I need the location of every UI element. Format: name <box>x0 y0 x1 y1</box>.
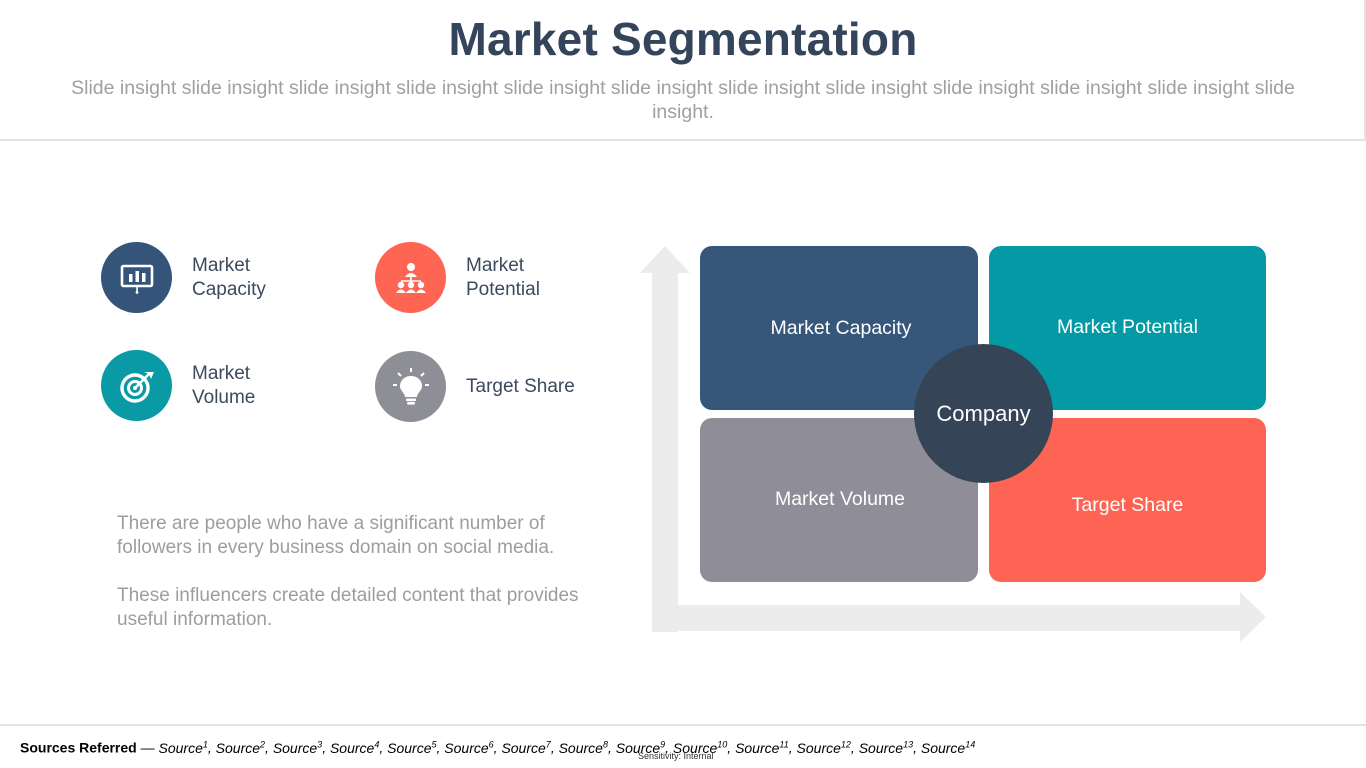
quadrant-label: Market Potential <box>1057 315 1198 338</box>
center-label: Company <box>936 400 1031 426</box>
body-paragraph-1: There are people who have a significant … <box>117 513 555 558</box>
source-ref: Source6 <box>444 739 494 756</box>
sources-line: Sources Referred — Source1, Source2, Sou… <box>20 739 975 756</box>
sources-lead: Sources Referred <box>20 739 137 756</box>
source-ref: Source4 <box>329 739 380 756</box>
source-ref-number: 10 <box>717 739 728 749</box>
source-ref-number: 14 <box>965 739 976 749</box>
sources-list: Source1, Source2, Source3, Source4, Sour… <box>158 739 976 756</box>
source-ref-number: 5 <box>431 739 437 749</box>
source-ref: Source1 <box>158 739 208 756</box>
source-ref-number: 1 <box>202 739 208 749</box>
legend-item-market-volume: Market Volume <box>101 350 302 421</box>
source-ref: Source2 <box>215 739 266 756</box>
legend-label: Market Potential <box>466 254 540 300</box>
legend-item-market-capacity: Market Capacity <box>101 242 302 313</box>
vertical-axis-arrow <box>640 246 690 632</box>
legend-label: Market Volume <box>192 362 256 408</box>
sensitivity-label: Sensitivity: Internal <box>638 751 714 761</box>
legend-label: Market Capacity <box>192 254 266 300</box>
source-ref-number: 13 <box>903 739 914 749</box>
header-side-divider <box>1364 0 1366 140</box>
legend-item-market-potential: Market Potential <box>375 242 576 313</box>
source-ref-number: 8 <box>602 739 608 749</box>
horizontal-axis-arrow <box>652 592 1266 642</box>
source-ref-number: 7 <box>545 739 551 749</box>
legend-item-target-share: Target Share <box>375 351 576 422</box>
slide-title: Market Segmentation <box>448 13 918 65</box>
source-ref-number: 9 <box>660 739 666 749</box>
quadrant-target-share: Target Share <box>989 418 1266 582</box>
source-ref: Source11 <box>735 739 789 756</box>
header-divider <box>0 139 1366 141</box>
body-paragraph-2: These influencers create detailed conten… <box>117 585 579 630</box>
sources-separator: — <box>136 739 159 756</box>
source-ref: Source8 <box>558 739 608 756</box>
source-ref-number: 11 <box>779 739 789 749</box>
legend-label: Target Share <box>466 375 575 397</box>
source-ref: Source7 <box>501 739 551 756</box>
quadrant-label: Market Volume <box>774 487 906 510</box>
quadrant-label: Market Capacity <box>770 316 912 339</box>
source-ref-number: 12 <box>840 739 851 749</box>
center-company-circle: Company <box>914 344 1053 483</box>
source-ref-number: 3 <box>317 739 323 749</box>
quadrant-label: Target Share <box>1071 493 1184 516</box>
source-ref: Source13 <box>858 739 914 756</box>
source-ref-number: 4 <box>374 739 380 749</box>
source-ref: Source9 <box>615 739 666 756</box>
target-arrow-icon <box>101 350 172 421</box>
team-hierarchy-icon <box>375 242 446 313</box>
diagram-axes <box>640 246 1266 642</box>
source-ref: Source14 <box>920 739 976 756</box>
source-ref-number: 6 <box>488 739 494 749</box>
lightbulb-icon <box>375 351 446 422</box>
footer-divider <box>0 724 1366 726</box>
presentation-chart-icon <box>101 242 172 313</box>
source-ref: Source12 <box>796 739 851 756</box>
slide-subtitle: Slide insight slide insight slide insigh… <box>71 77 1295 123</box>
source-ref-number: 2 <box>260 739 266 749</box>
source-ref: Source5 <box>387 739 437 756</box>
source-ref: Source10 <box>672 739 728 756</box>
source-ref: Source3 <box>272 739 323 756</box>
